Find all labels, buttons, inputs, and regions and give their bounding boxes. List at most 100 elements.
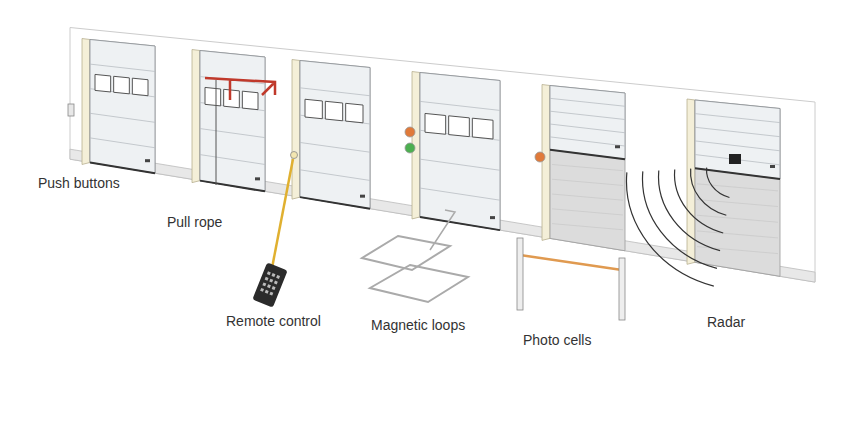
panel-seam <box>695 114 780 123</box>
panel-seam <box>300 88 370 96</box>
pull-rope <box>216 80 217 185</box>
door-window <box>449 116 470 137</box>
panel-seam <box>300 170 370 181</box>
green-light <box>405 143 415 153</box>
caption-label: Radar <box>707 315 745 330</box>
door-panel <box>695 100 780 179</box>
interior-shade <box>552 224 623 230</box>
door-panel <box>550 86 625 160</box>
door-jamb <box>542 85 550 241</box>
panel-seam <box>300 142 370 152</box>
door-handle <box>255 177 260 180</box>
door-window <box>114 76 130 94</box>
panel-seam <box>420 188 500 200</box>
door-opening <box>300 61 370 209</box>
interior-shade <box>552 164 623 170</box>
door-handle <box>490 216 495 219</box>
magnetic-loop <box>362 236 450 270</box>
panel-seam <box>550 137 625 146</box>
door-jamb <box>82 39 90 165</box>
door-handle <box>615 145 620 148</box>
warning-light <box>535 152 545 162</box>
door-panel <box>420 73 500 231</box>
remote-key <box>262 282 266 286</box>
remote-key <box>267 271 271 275</box>
remote-device <box>252 262 287 307</box>
panel-seam <box>420 101 500 110</box>
interior-shade <box>552 209 623 215</box>
panel-seam <box>695 127 780 136</box>
door-bottom-seal <box>300 197 370 209</box>
interior-shade <box>697 231 778 238</box>
panel-seam <box>695 155 780 165</box>
photo-cell-post <box>517 238 523 310</box>
door-bottom-seal <box>420 217 500 230</box>
door-opening <box>90 40 155 174</box>
panel-seam <box>550 98 625 106</box>
door-window <box>205 87 221 105</box>
door-window <box>472 118 493 139</box>
interior-shade <box>697 184 778 191</box>
panel-seam <box>200 129 265 138</box>
radar-sensor <box>729 154 741 164</box>
door-window <box>325 101 342 120</box>
radar-wave <box>675 170 724 233</box>
caption-label: Pull rope <box>167 215 222 230</box>
panel-seam <box>695 141 780 151</box>
door-window <box>95 74 111 92</box>
door-jamb <box>292 60 300 200</box>
door-panel <box>90 40 155 174</box>
door-opening <box>695 100 780 276</box>
photo-cell-post <box>619 258 625 320</box>
interior-shade <box>697 215 778 222</box>
door-window <box>346 103 363 122</box>
panel-seam <box>90 113 155 122</box>
remote-receiver <box>291 152 298 159</box>
interior-shade <box>552 194 623 200</box>
door-handle <box>360 195 365 198</box>
radar-waves <box>627 168 730 286</box>
door-bottom-seal <box>550 150 625 160</box>
red-light <box>405 127 415 137</box>
panel-seam <box>550 111 625 119</box>
door-window <box>132 78 148 96</box>
loop-wire <box>430 210 455 250</box>
door-jamb <box>192 50 200 183</box>
remote-key <box>272 286 276 290</box>
remote-beam <box>272 159 293 268</box>
remote-key <box>265 277 269 281</box>
door-opening <box>200 51 265 192</box>
door-window <box>425 113 446 134</box>
radar-wave <box>691 169 727 216</box>
wall <box>70 28 815 283</box>
door-bottom-seal <box>200 181 265 192</box>
interior-shade <box>697 200 778 207</box>
remote-key <box>276 275 280 279</box>
door-window <box>305 99 322 118</box>
magnetic-loop <box>370 265 468 302</box>
door-handle <box>770 165 775 168</box>
radar-wave <box>659 170 721 250</box>
panel-seam <box>550 124 625 133</box>
remote-key <box>265 290 269 294</box>
interior-shade <box>552 179 623 185</box>
panel-seam <box>90 138 155 148</box>
remote-key <box>267 284 271 288</box>
remote-key <box>272 273 276 277</box>
door-window <box>224 89 240 107</box>
caption-label: Remote control <box>226 314 321 329</box>
radar-wave <box>707 168 730 198</box>
door-panel <box>200 51 265 192</box>
remote-key <box>260 288 264 292</box>
panel-seam <box>200 155 265 165</box>
radar-wave <box>627 172 714 286</box>
door-handle <box>145 159 150 162</box>
caption-label: Photo cells <box>523 333 591 348</box>
caption-label: Magnetic loops <box>371 318 465 333</box>
door-bottom-seal <box>90 162 155 173</box>
door-panel <box>300 61 370 209</box>
panel-seam <box>420 159 500 170</box>
remote-key <box>269 292 273 296</box>
push-button-panel <box>68 104 74 116</box>
